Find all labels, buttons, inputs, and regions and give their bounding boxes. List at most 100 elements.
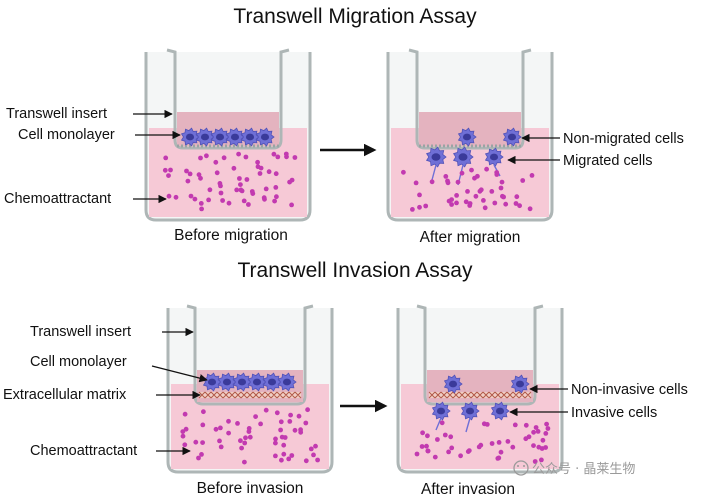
chemoattractant-dot — [492, 200, 498, 206]
chemoattractant-dot — [289, 177, 295, 183]
chemoattractant-dot — [435, 437, 440, 442]
chemoattractant-dot — [274, 410, 280, 416]
well-before-migration — [144, 48, 312, 222]
chemoattractant-dot — [198, 155, 203, 161]
label-non-invasive-cells: Non-invasive cells — [571, 382, 688, 398]
chemoattractant-dot — [244, 177, 250, 182]
cell — [443, 374, 463, 394]
label-extracellular-matrix: Extracellular matrix — [3, 387, 127, 403]
chemoattractant-dot — [482, 205, 488, 211]
chemoattractant-dot — [465, 449, 471, 454]
chemoattractant-dot — [236, 151, 242, 157]
chemoattractant-dot — [296, 413, 302, 419]
chemoattractant-dot — [292, 427, 298, 433]
chemoattractant-dot — [308, 446, 314, 452]
chemoattractant-dot — [517, 203, 522, 209]
chemoattractant-dot — [273, 453, 278, 459]
chemoattractant-dot — [494, 172, 500, 177]
chemoattractant-dot — [273, 171, 279, 177]
label-chemoattractant: Chemoattractant — [30, 443, 137, 459]
chemoattractant-dot — [454, 193, 459, 198]
chemoattractant-dot — [454, 200, 459, 206]
chemoattractant-dot — [505, 439, 511, 444]
chemoattractant-dot — [446, 449, 451, 455]
label-migrated-cells: Migrated cells — [563, 153, 652, 169]
chemoattractant-dot — [246, 202, 251, 207]
chemoattractant-dot — [282, 435, 288, 440]
chemoattractant-dot — [200, 440, 206, 445]
chemoattractant-dot — [196, 172, 202, 178]
chemoattractant-dot — [414, 451, 420, 457]
chemoattractant-dot — [475, 173, 480, 179]
chemoattractant-dot — [539, 457, 544, 463]
chemoattractant-dot — [424, 443, 429, 449]
cell — [277, 372, 297, 392]
chemoattractant-dot — [163, 155, 169, 161]
chemoattractant-dot — [180, 429, 186, 434]
label-chemoattractant: Chemoattractant — [4, 191, 111, 207]
chemoattractant-dot — [417, 192, 422, 198]
chemoattractant-dot — [255, 164, 261, 170]
chemoattractant-dot — [266, 169, 272, 175]
chemoattractant-dot — [279, 457, 284, 463]
chemoattractant-dot — [425, 448, 431, 454]
well-after-migration — [386, 48, 554, 222]
chemoattractant-dot — [201, 409, 206, 415]
chemoattractant-dot — [527, 206, 533, 212]
chemoattractant-dot — [298, 429, 304, 435]
chemoattractant-dot — [292, 155, 298, 160]
cell — [210, 127, 230, 147]
chemoattractant-dot — [213, 159, 219, 165]
chemoattractant-dot — [198, 201, 204, 206]
chemoattractant-dot — [284, 154, 289, 160]
chemoattractant-dot — [242, 440, 248, 446]
chemoattractant-dot — [417, 204, 422, 210]
chemoattractant-dot — [465, 189, 470, 194]
chemoattractant-dot — [273, 440, 278, 446]
chemoattractant-dot — [235, 421, 240, 426]
chemoattractant-dot — [498, 449, 504, 455]
watermark-text: 公众号 · 晶莱生物 — [532, 462, 635, 477]
chemoattractant-dot — [540, 437, 546, 443]
chemoattractant-dot — [535, 429, 541, 434]
chemoattractant-dot — [410, 207, 415, 212]
extracellular-matrix — [428, 391, 532, 399]
chemoattractant-dot — [278, 427, 283, 433]
chemoattractant-dot — [200, 422, 206, 428]
chemoattractant-dot — [514, 194, 520, 200]
cell — [262, 372, 282, 392]
chemoattractant-dot — [520, 178, 526, 183]
chemoattractant-dot — [303, 458, 309, 464]
chemoattractant-dot — [168, 167, 173, 173]
migrated-cells — [425, 127, 522, 186]
invasive-cells — [431, 374, 530, 433]
chemoattractant-dot — [442, 432, 448, 438]
cell-monolayer — [202, 372, 297, 392]
chemoattractant-dot — [231, 165, 237, 171]
chemoattractant-dot — [217, 181, 223, 186]
cell — [255, 127, 275, 147]
caption-after-invasion: After invasion — [421, 481, 515, 498]
label-transwell-insert: Transwell insert — [30, 324, 131, 340]
label-invasive-cells: Invasive cells — [571, 405, 657, 421]
label-cell-monolayer: Cell monolayer — [30, 354, 127, 370]
chemoattractant-dots — [162, 151, 298, 212]
cell-monolayer — [180, 127, 275, 147]
chemoattractant-dot — [221, 155, 227, 161]
chemoattractant-dot — [241, 198, 247, 204]
chemoattractant-dot — [449, 197, 454, 203]
chemoattractant-dot — [413, 180, 419, 186]
chemoattractant-dot — [213, 426, 219, 432]
cell — [232, 372, 252, 392]
chemoattractant-dot — [226, 418, 231, 424]
chemoattractant-dot — [207, 187, 213, 193]
chemoattractant-dot — [445, 178, 450, 184]
chemoattractant-dot — [193, 439, 199, 445]
chemoattractant-dot — [467, 201, 473, 206]
chemoattractant-dot — [182, 411, 188, 417]
chemoattractant-dot — [204, 153, 209, 159]
chemoattractant-dot — [281, 451, 287, 457]
extracellular-matrix — [198, 391, 302, 399]
chemoattractant-dot — [529, 173, 535, 178]
chemoattractant-dot — [180, 433, 186, 439]
